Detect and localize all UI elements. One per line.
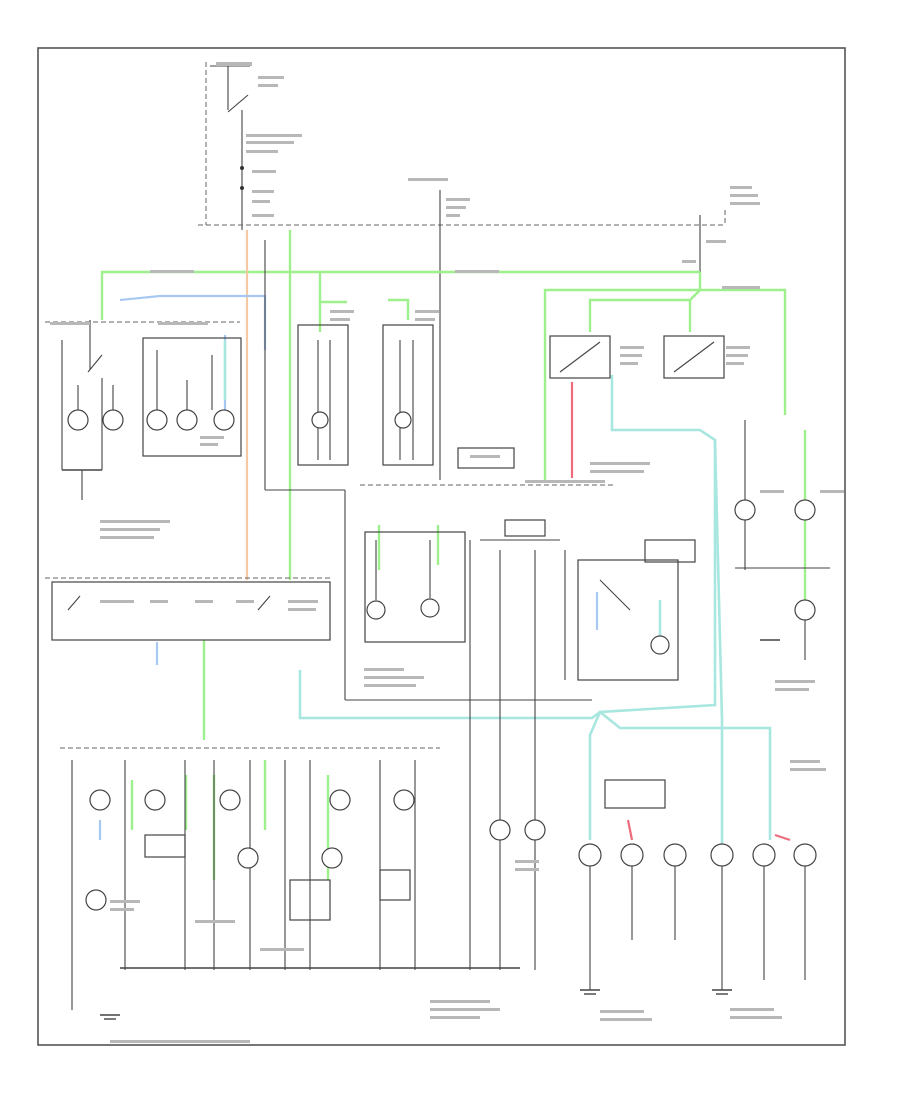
right-fuse-feed — [682, 186, 760, 285]
instrument-cluster — [60, 747, 520, 1010]
switch-panel — [45, 577, 331, 641]
right-switch — [577, 539, 696, 681]
diagram-border — [37, 47, 846, 1046]
middle-switch-2 — [382, 310, 439, 466]
lower-center-lamps — [489, 819, 546, 871]
relay-1 — [549, 335, 644, 379]
center-sensor-group — [364, 531, 466, 687]
relay-2 — [663, 335, 750, 379]
left-switch-assembly — [45, 320, 242, 539]
cyan-wire-harness — [223, 340, 772, 855]
ground-symbols — [100, 639, 782, 1043]
green-power-bus — [100, 230, 807, 880]
connector-strip — [360, 447, 650, 486]
center-feed — [408, 178, 470, 480]
ignition-feed-block — [205, 62, 302, 230]
center-bus — [469, 519, 566, 970]
right-indicator-column — [734, 420, 844, 691]
lower-right-lamps — [578, 760, 826, 990]
middle-switch-1 — [297, 310, 354, 466]
